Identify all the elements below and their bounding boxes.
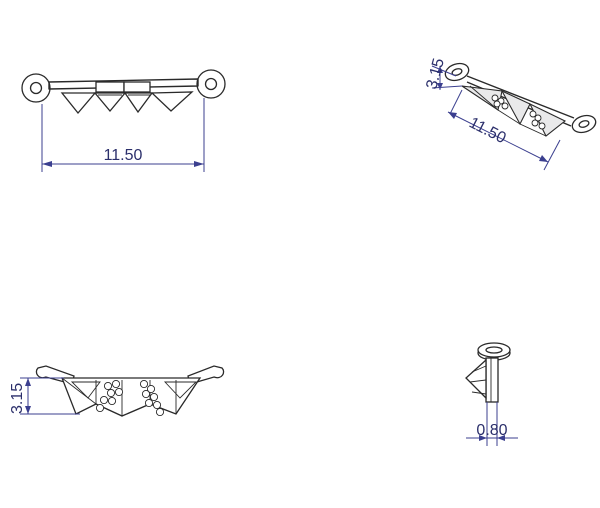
side-stones	[95, 379, 165, 417]
front-width-label: 11.50	[104, 147, 143, 164]
iso-width-label: 11.50	[466, 114, 508, 147]
front-view: 11.50	[21, 69, 226, 172]
side-view: 3.15	[9, 365, 225, 417]
isometric-view: 3.15 11.50	[423, 56, 597, 171]
end-view: 0.80	[465, 342, 518, 446]
iso-height-label: 3.15	[423, 56, 448, 91]
iso-stones	[491, 94, 546, 130]
side-height-label: 3.15	[9, 383, 26, 414]
end-thickness-label: 0.80	[476, 422, 507, 439]
